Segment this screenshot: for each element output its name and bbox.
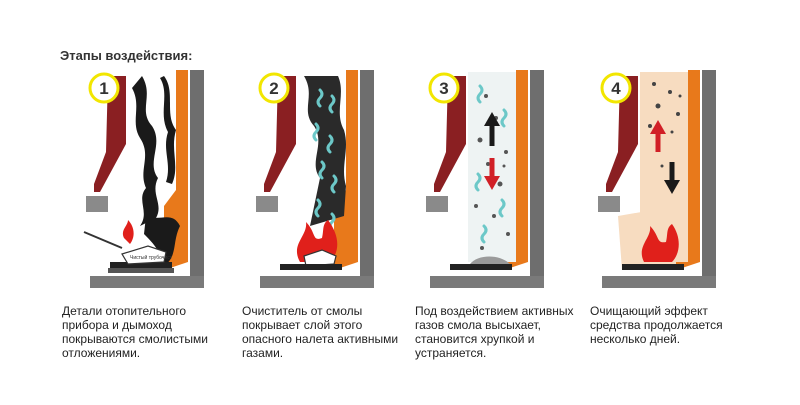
stage-2-number: 2 (269, 79, 278, 98)
chimney-wall (190, 70, 204, 288)
down-arrow-icon (664, 180, 680, 194)
caption-line: Очищающий эффект (590, 304, 708, 318)
soot-deposit-lower (144, 216, 180, 266)
caption-line: средства продолжается (590, 318, 723, 332)
down-arrow-icon (484, 176, 500, 190)
stage-3-illustration: 3 (420, 66, 580, 296)
mantel-block (86, 196, 108, 212)
caption-line: становится хрупкой и (415, 332, 535, 346)
match (83, 231, 123, 249)
active-gas (312, 88, 338, 232)
stage-2-illustration: 2 (250, 66, 410, 296)
hearth-floor (90, 276, 204, 288)
stage-3-number: 3 (439, 79, 448, 98)
caption-line: несколько дней. (590, 332, 681, 346)
ash-pile (470, 256, 510, 264)
caption-line: прибора и дымоход (62, 318, 172, 332)
match-flame (122, 220, 134, 244)
caption-line: отложениями. (62, 346, 141, 360)
soot-deposit (132, 76, 159, 226)
fire-grate (110, 262, 172, 268)
up-arrow-icon (650, 120, 666, 134)
stage-2-caption: Очиститель от смолы покрывает слой этого… (242, 304, 407, 360)
caption-line: покрываются смолистыми (62, 332, 209, 346)
stage-4-caption: Очищающий эффект средства продолжается н… (590, 304, 755, 346)
up-arrow-icon (484, 112, 500, 126)
svg-text:Чистый трубочист: Чистый трубочист (130, 254, 173, 261)
caption-line: газов смола высыхает, (415, 318, 542, 332)
cleaner-package (121, 245, 167, 265)
stage-3-badge: 3 (428, 72, 460, 104)
brick-hood (94, 76, 126, 192)
stage-4-badge: 4 (600, 72, 632, 104)
stage-1-caption: Детали отопительного прибора и дымоход п… (62, 304, 227, 360)
caption-line: устраняется. (415, 346, 487, 360)
caption-line: Очиститель от смолы (242, 304, 363, 318)
caption-line: Под воздействием активных (415, 304, 574, 318)
caption-line: опасного налета активными (242, 332, 399, 346)
caption-line: Детали отопительного (62, 304, 187, 318)
stage-4-illustration: 4 (592, 66, 752, 296)
soot-deposit-right (160, 76, 176, 184)
caption-line: покрывает слой этого (242, 318, 363, 332)
stage-2-badge: 2 (258, 72, 290, 104)
flame (296, 220, 338, 262)
stage-1-number: 1 (99, 79, 108, 98)
stage-1-badge: 1 (88, 72, 120, 104)
stage-4-number: 4 (611, 79, 621, 98)
caption-line: газами. (242, 346, 284, 360)
stage-1-illustration: Чистый трубочист 1 (80, 66, 240, 296)
flame (641, 224, 679, 262)
stage-3-caption: Под воздействием активных газов смола вы… (415, 304, 580, 360)
page-title: Этапы воздействия: (60, 48, 193, 63)
